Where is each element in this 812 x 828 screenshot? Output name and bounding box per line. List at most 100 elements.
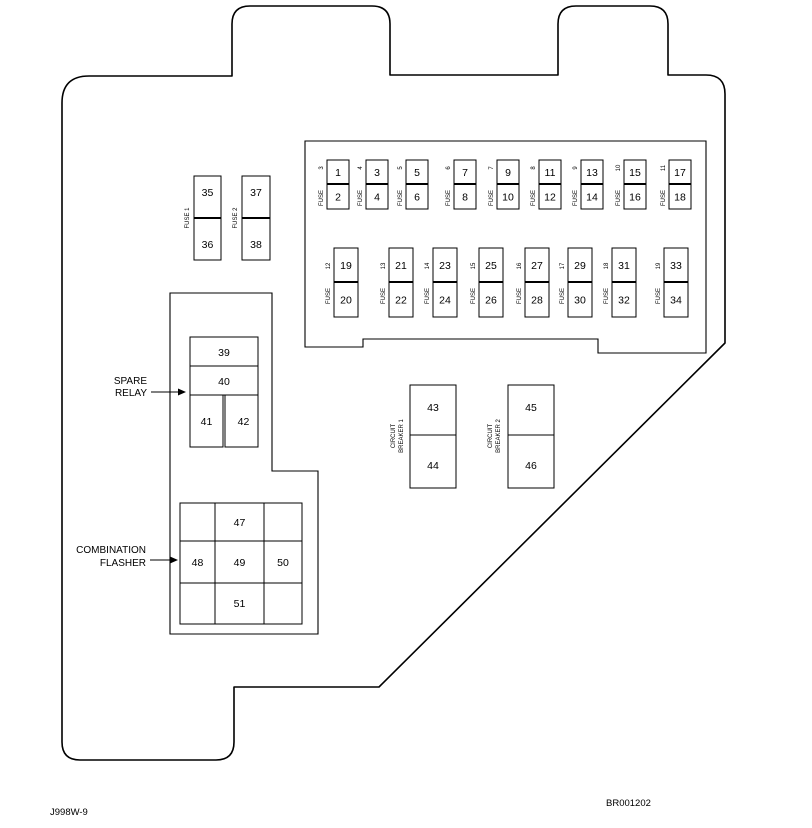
fuse-number-top: 3 (374, 167, 380, 179)
fuse-row-bottom: 192012FUSE212213FUSE232414FUSE252615FUSE… (326, 247, 689, 318)
fuse-label: FUSE (398, 190, 404, 206)
fuse-number-top: 21 (395, 260, 407, 272)
fuse-index-label: 16 (517, 262, 523, 269)
main-fuse-2-top-number: 37 (250, 187, 262, 199)
relay-41[interactable]: 41 (189, 394, 224, 448)
flasher-47[interactable]: 47 (214, 502, 265, 542)
fuse-index-label: 4 (358, 166, 364, 170)
fuse-index-label: 3 (319, 166, 325, 170)
main-fuse-1-bottom-number: 36 (202, 239, 214, 251)
fuse-number-top: 17 (674, 167, 686, 179)
fuse-number-bottom: 4 (374, 192, 380, 204)
circuit-breaker-2-bottom-number: 46 (525, 460, 537, 472)
fuse-index-label: 10 (616, 164, 622, 171)
fuse-number-top: 33 (670, 260, 682, 272)
fuse-label: FUSE (425, 288, 431, 304)
fuse-label: FUSE (517, 288, 523, 304)
fuse-2-label: FUSE 2 (233, 207, 239, 229)
relay-40[interactable]: 40 (189, 365, 259, 396)
relay-39[interactable]: 39 (189, 336, 259, 367)
combination-flasher-label-line1: COMBINATION (76, 545, 146, 556)
fuse-number-top: 9 (505, 167, 511, 179)
fuse-index-label: 7 (489, 166, 495, 170)
fuse-row-top: 123FUSE344FUSE565FUSE786FUSE9107FUSE1112… (319, 159, 692, 210)
fuse-number-top: 31 (618, 260, 630, 272)
circuit-breaker-1-bottom-number: 44 (427, 460, 439, 472)
fuse-slot[interactable]: 12 (326, 159, 350, 210)
flasher-49-number: 49 (234, 557, 246, 569)
fuse-number-top: 19 (340, 260, 352, 272)
fuse-index-label: 12 (326, 262, 332, 269)
fuse-number-top: 5 (414, 167, 420, 179)
main-fuse-1[interactable]: 35 36 (193, 175, 222, 261)
circuit-breaker-1[interactable]: 43 44 (409, 384, 457, 489)
fuse-number-top: 1 (335, 167, 341, 179)
circuit-breaker-2-label-line2: BREAKER 2 (496, 419, 502, 453)
flasher-50[interactable]: 50 (263, 540, 303, 584)
fuse-number-bottom: 10 (502, 192, 514, 204)
fuse-number-bottom: 30 (574, 295, 586, 307)
fuse-slot[interactable]: 9 10 (496, 159, 520, 210)
spare-relay-label-line1: SPARE (114, 376, 147, 387)
fuse-number-bottom: 2 (335, 192, 341, 204)
fuse-number-top: 15 (629, 167, 641, 179)
fuse-index-label: 5 (398, 166, 404, 170)
main-fuse-2[interactable]: 37 38 (241, 175, 271, 261)
fuse-slot[interactable]: 29 30 (567, 247, 593, 318)
main-fuse-1-top-number: 35 (202, 187, 214, 199)
flasher-51[interactable]: 51 (214, 582, 265, 625)
flasher-48[interactable]: 48 (179, 540, 216, 584)
fuse-number-bottom: 18 (674, 192, 686, 204)
figure-id: J998W-9 (50, 807, 88, 818)
flasher-cell-empty (263, 502, 303, 542)
fuse-label: FUSE (531, 190, 537, 206)
relay-40-number: 40 (218, 376, 230, 388)
flasher-49[interactable]: 49 (214, 540, 265, 584)
fuse-index-label: 17 (560, 262, 566, 269)
fuse-slot[interactable]: 56 (405, 159, 429, 210)
fuse-label: FUSE (471, 288, 477, 304)
fuse-number-top: 27 (531, 260, 543, 272)
flasher-50-number: 50 (277, 557, 289, 569)
fuse-number-bottom: 8 (462, 192, 468, 204)
fuse-box-outline (61, 5, 726, 761)
circuit-breaker-2-top-number: 45 (525, 402, 537, 414)
flasher-cell-empty (179, 582, 216, 625)
fuse-label: FUSE (358, 190, 364, 206)
circuit-breaker-2-label-line1: CIRCUIT (488, 424, 494, 449)
fuse-index-label: 14 (425, 262, 431, 269)
relay-42[interactable]: 42 (224, 394, 259, 448)
fuse-index-label: 13 (381, 262, 387, 269)
fuse-label: FUSE (446, 190, 452, 206)
fuse-index-label: 6 (446, 166, 452, 170)
fuse-label: FUSE (656, 288, 662, 304)
fuse-number-top: 29 (574, 260, 586, 272)
circuit-breaker-2[interactable]: 45 46 (507, 384, 555, 489)
main-fuse-2-bottom-number: 38 (250, 239, 262, 251)
flasher-51-number: 51 (234, 598, 246, 610)
fuse-number-bottom: 6 (414, 192, 420, 204)
fuse-number-bottom: 16 (629, 192, 641, 204)
fuse-index-label: 19 (656, 262, 662, 269)
fuse-number-top: 7 (462, 167, 468, 179)
fuse-slot[interactable]: 34 (365, 159, 389, 210)
flasher-cell-empty (179, 502, 216, 542)
fuse-slot[interactable]: 78 (453, 159, 477, 210)
fuse-label: FUSE (573, 190, 579, 206)
fuse-number-bottom: 12 (544, 192, 556, 204)
fuse-number-bottom: 14 (586, 192, 598, 204)
fuse-label: FUSE (319, 190, 325, 206)
relay-41-number: 41 (201, 416, 213, 428)
